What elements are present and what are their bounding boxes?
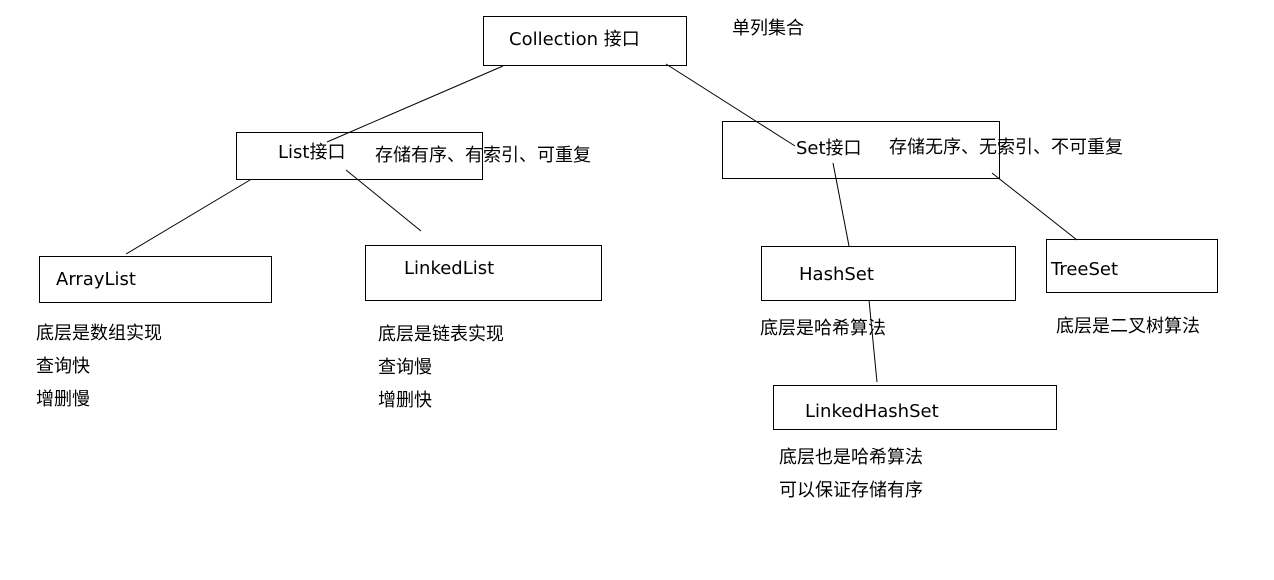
edge-collection-set <box>665 63 796 147</box>
list-node: List接口 <box>236 132 483 180</box>
linkedhashset-note: 可以保证存储有序 <box>779 480 923 501</box>
list-desc: 存储有序、有索引、可重复 <box>375 145 591 166</box>
collection-label: Collection 接口 <box>509 29 640 50</box>
arraylist-note: 查询快 <box>36 356 90 377</box>
collection-node: Collection 接口 <box>483 16 687 66</box>
arraylist-notes: 底层是数组实现 查询快 增删慢 <box>36 317 162 416</box>
arraylist-label: ArrayList <box>56 269 136 290</box>
linkedlist-node: LinkedList <box>365 245 602 301</box>
hashset-notes: 底层是哈希算法 <box>760 312 886 345</box>
edge-set-treeset <box>991 172 1078 241</box>
linkedlist-label: LinkedList <box>404 258 495 279</box>
set-desc: 存储无序、无索引、不可重复 <box>889 137 1123 158</box>
linkedhashset-note: 底层也是哈希算法 <box>779 447 923 468</box>
treeset-notes: 底层是二叉树算法 <box>1056 310 1200 343</box>
edge-list-linkedlist <box>345 169 422 232</box>
edge-list-arraylist <box>125 179 251 255</box>
linkedlist-notes: 底层是链表实现 查询慢 增删快 <box>378 318 504 417</box>
edge-collection-list <box>326 65 504 143</box>
linkedhashset-label: LinkedHashSet <box>805 401 939 422</box>
treeset-note: 底层是二叉树算法 <box>1056 316 1200 337</box>
linkedhashset-node: LinkedHashSet <box>773 385 1057 430</box>
arraylist-note: 增删慢 <box>36 389 90 410</box>
set-label: Set接口 <box>796 138 862 159</box>
treeset-node: TreeSet <box>1046 239 1218 293</box>
top-note: 单列集合 <box>732 18 804 39</box>
list-label: List接口 <box>278 142 346 163</box>
set-node: Set接口 <box>722 121 1000 179</box>
linkedhashset-notes: 底层也是哈希算法 可以保证存储有序 <box>779 441 923 507</box>
linkedlist-note: 查询慢 <box>378 357 432 378</box>
arraylist-node: ArrayList <box>39 256 272 303</box>
hashset-note: 底层是哈希算法 <box>760 318 886 339</box>
linkedlist-note: 底层是链表实现 <box>378 324 504 345</box>
treeset-label: TreeSet <box>1051 259 1119 280</box>
hashset-node: HashSet <box>761 246 1016 301</box>
edge-hashset-linkedhashset <box>868 299 878 383</box>
hashset-label: HashSet <box>799 264 874 285</box>
arraylist-note: 底层是数组实现 <box>36 323 162 344</box>
edge-set-hashset <box>832 162 850 247</box>
linkedlist-note: 增删快 <box>378 390 432 411</box>
